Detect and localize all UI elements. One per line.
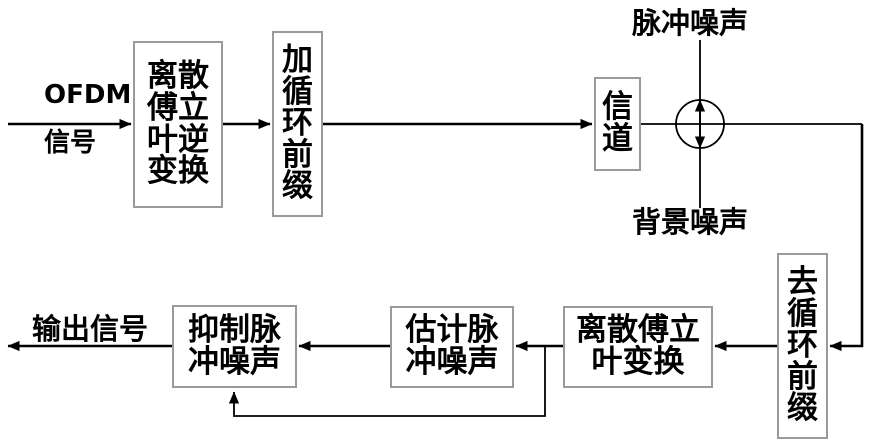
node-addcp-line-3: 环 [282,105,313,142]
node-fft-line-2: 叶变换 [591,344,685,380]
node-channel-line-1: 信 [602,89,633,126]
node-remove-cyclic-prefix[interactable]: 去 循 环 前 缀 [777,253,828,439]
label-ofdm-signal-line1: OFDM [44,80,132,110]
label-impulse-noise: 脉冲噪声 [632,6,749,40]
node-addcp-line-1: 加 [282,41,313,78]
node-fft-line-1: 离散傅立 [576,312,700,349]
node-estimate-line-1: 估计脉 [405,312,499,349]
node-addcp-line-2: 循 [282,73,313,110]
label-background-noise: 背景噪声 [632,205,749,239]
node-addcp-line-4: 前 [282,136,313,173]
node-suppress-impulse-noise[interactable]: 抑制脉 冲噪声 [172,305,297,388]
node-discrete-fourier-transform[interactable]: 离散傅立 叶变换 [563,306,713,388]
node-ifft-line-3: 叶逆 [147,121,209,158]
node-rmcp-line-4: 前 [787,358,818,395]
node-suppress-line-1: 抑制脉 [188,311,281,348]
edge-sum-to-removecp [829,124,864,352]
node-rmcp-line-5: 缀 [787,390,818,427]
node-rmcp-line-1: 去 [787,263,818,300]
node-estimate-impulse-noise[interactable]: 估计脉 冲噪声 [390,306,514,388]
node-discrete-inverse-fourier-transform[interactable]: 离散 傅立 叶逆 变换 [133,41,223,208]
node-channel-line-2: 道 [602,121,633,157]
node-ifft-line-2: 傅立 [147,89,209,126]
summing-junction-circle [675,99,725,149]
node-rmcp-line-3: 环 [787,327,818,364]
node-add-cyclic-prefix[interactable]: 加 循 环 前 缀 [272,31,323,217]
node-rmcp-line-2: 循 [787,295,818,332]
node-suppress-line-2: 冲噪声 [188,343,281,380]
label-ofdm-signal-line2: 信号 [44,128,97,158]
node-channel[interactable]: 信 道 [594,77,641,171]
label-output-signal: 输出信号 [32,312,149,346]
node-ifft-line-1: 离散 [147,58,209,95]
edge-feedback-to-suppress [228,346,546,417]
node-ifft-line-4: 变换 [147,153,209,190]
node-addcp-line-5: 缀 [282,168,313,205]
node-estimate-line-2: 冲噪声 [405,344,499,380]
